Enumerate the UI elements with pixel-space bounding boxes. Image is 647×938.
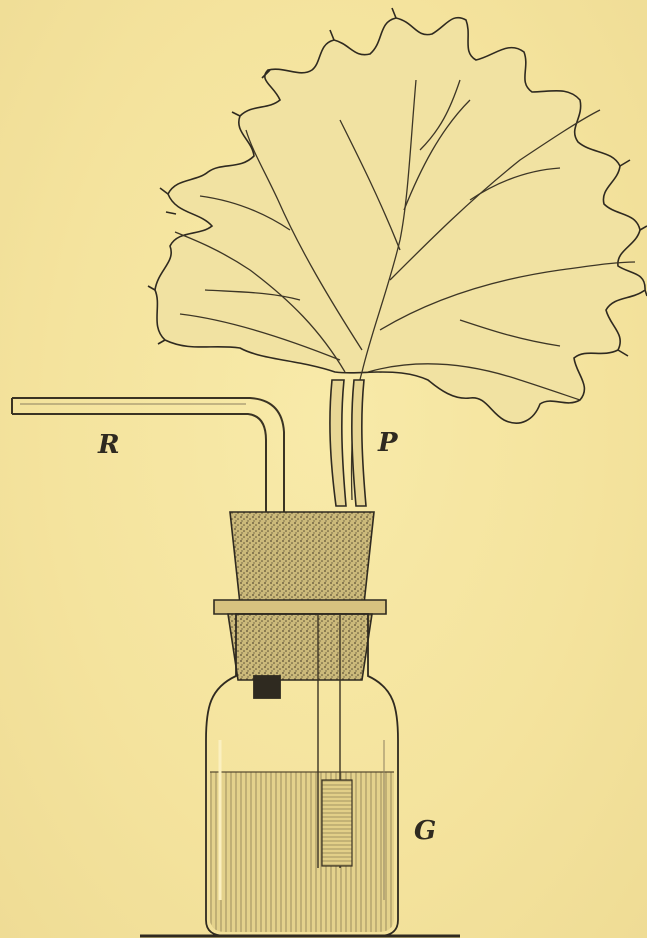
jar-label: G xyxy=(414,818,436,844)
glass-tube xyxy=(12,398,284,512)
cork-stopper xyxy=(214,512,386,680)
plant-label: P xyxy=(378,430,398,456)
tube-label: R xyxy=(98,432,120,458)
